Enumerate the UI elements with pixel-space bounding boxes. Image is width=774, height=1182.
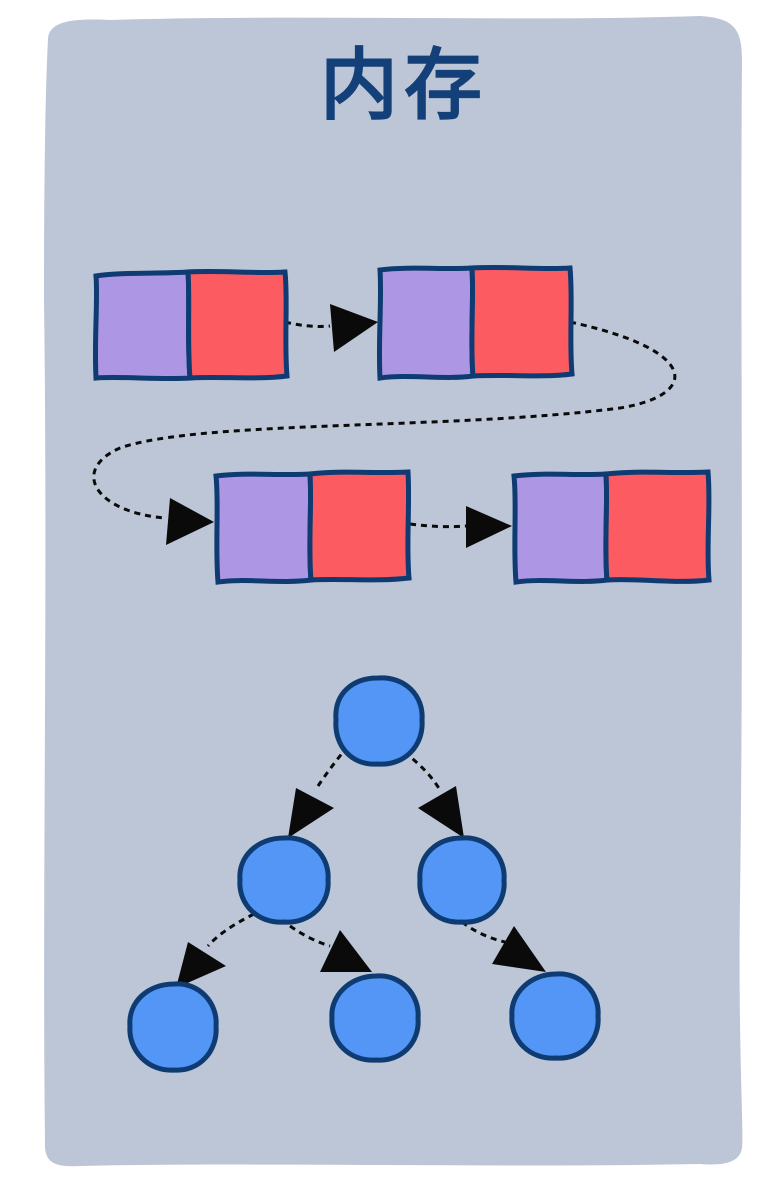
binary-tree — [127, 675, 601, 1073]
tree-arrowhead-root-right — [418, 786, 464, 838]
list-node-3 — [213, 469, 412, 585]
tree-node-left-right — [329, 973, 421, 1063]
tree-node-left — [237, 835, 331, 925]
tree-node-root — [333, 675, 425, 767]
tree-arrowhead-root-left — [288, 788, 334, 838]
tree-edge-left-leftleft — [206, 912, 255, 947]
value-cell — [92, 269, 193, 382]
tree-edge-left-leftright — [289, 924, 331, 948]
tree-arrowhead-right-rightright — [492, 926, 546, 972]
list-node-4 — [511, 469, 712, 585]
memory-title: 内存 — [320, 40, 488, 131]
list-arrowhead-2-3 — [166, 498, 214, 545]
list-arrowhead-1-2 — [330, 304, 378, 352]
tree-node-right-right — [509, 971, 601, 1061]
tree-node-left-left — [127, 981, 219, 1073]
tree-node-right — [417, 835, 507, 925]
list-link-3-4 — [409, 522, 467, 529]
pointer-cell — [469, 264, 575, 379]
list-arrowhead-3-4 — [466, 506, 512, 548]
value-cell — [511, 471, 610, 585]
value-cell — [376, 265, 476, 381]
tree-arrowhead-left-leftleft — [176, 942, 226, 988]
pointer-cell — [185, 268, 290, 381]
pointer-cell — [603, 469, 712, 584]
list-node-2 — [376, 264, 575, 381]
list-link-1-2 — [284, 320, 331, 328]
tree-arrowhead-left-leftright — [320, 930, 372, 972]
linked-list — [92, 264, 712, 585]
value-cell — [213, 471, 314, 585]
pointer-cell — [307, 469, 412, 583]
list-node-1 — [92, 268, 290, 382]
